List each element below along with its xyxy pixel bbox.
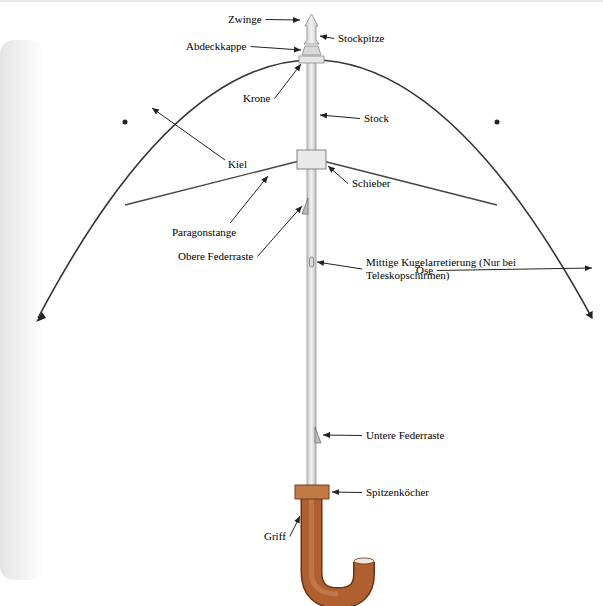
tip-holder: [295, 485, 329, 499]
leader-arrow: [328, 166, 348, 184]
part-label: Zwinge: [228, 13, 262, 26]
stretcher: [125, 158, 311, 205]
stretcher: [311, 158, 497, 205]
part-label: Untere Federraste: [366, 429, 445, 442]
runner: [297, 150, 326, 169]
crown: [299, 56, 324, 63]
part-label: Spitzenköcher: [366, 486, 429, 499]
part-label: Krone: [243, 92, 271, 105]
part-label: Mittige Kugelarretierung (Nur bei Telesk…: [366, 256, 516, 282]
part-label: Stock: [364, 112, 389, 125]
leader-arrow: [152, 108, 225, 160]
handle-outline: [312, 498, 365, 598]
leader-arrow: [250, 47, 301, 51]
part-label: Griff: [264, 530, 286, 543]
leader-arrow: [257, 206, 302, 257]
leader-arrow: [320, 36, 334, 39]
leader-arrow: [317, 262, 362, 269]
leader-arrow: [323, 435, 362, 437]
side-shade: [0, 40, 44, 580]
leader-arrow: [230, 176, 268, 223]
leader-arrow: [437, 268, 592, 271]
part-label: Abdeckkappe: [186, 40, 246, 53]
part-label: Stockpitze: [338, 32, 384, 45]
ferrule-tip: [36, 312, 46, 322]
upper-spring: [302, 198, 308, 214]
part-label: Schieber: [352, 177, 390, 190]
leader-arrow: [332, 492, 362, 494]
ball-lock: [310, 257, 314, 267]
leader-arrow: [320, 115, 360, 119]
part-label: Paragonstange: [172, 226, 236, 239]
lower-spring: [315, 427, 321, 443]
rib-joint: [495, 120, 500, 125]
leader-arrow: [290, 516, 300, 537]
rib-joint: [123, 120, 128, 125]
leader-arrow: [266, 19, 300, 21]
ferrule: [304, 14, 319, 44]
leader-arrow: [275, 64, 302, 99]
handle-end: [354, 558, 374, 564]
part-label: Obere Federraste: [178, 250, 253, 263]
handle: [312, 498, 365, 598]
top-cap: [302, 46, 321, 55]
part-label: Kiel: [228, 158, 247, 171]
top-rule: [0, 1, 603, 2]
